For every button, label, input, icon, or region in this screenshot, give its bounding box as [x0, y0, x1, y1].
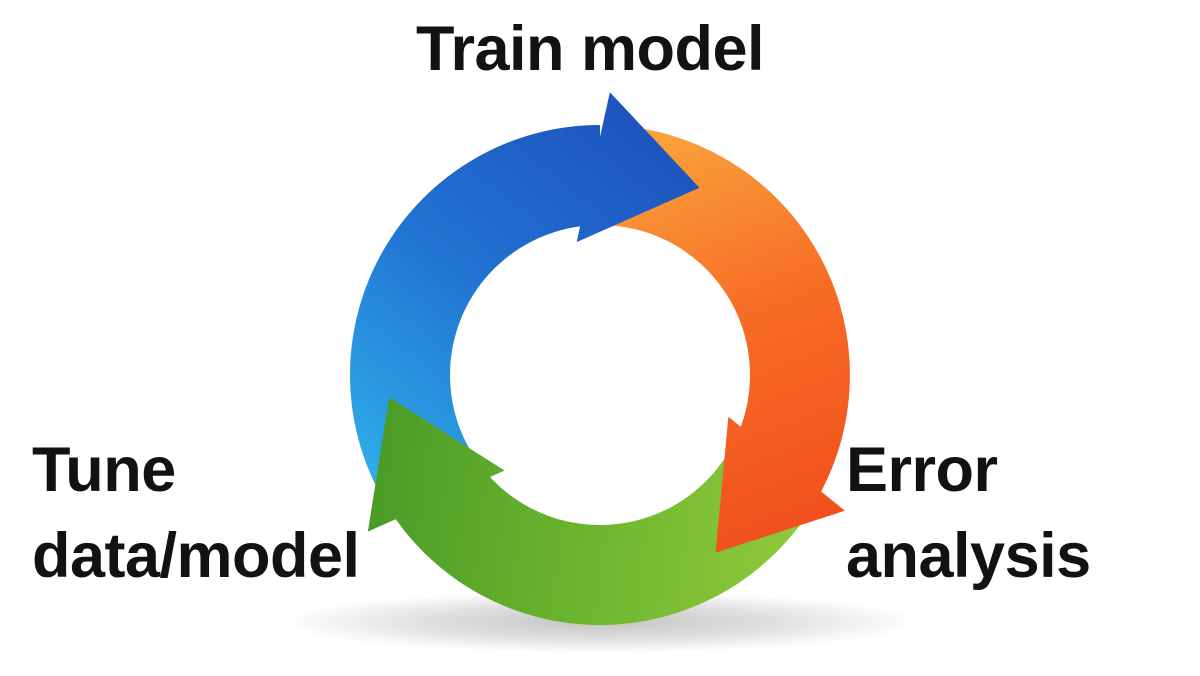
arrow-error-analysis-head	[715, 416, 845, 553]
arrow-tune-data-model-body	[392, 452, 815, 626]
label-error-analysis: Error analysis	[846, 435, 1091, 591]
label-tune-data-model: Tune data/model	[32, 435, 360, 591]
arrow-train-model-head	[576, 92, 700, 243]
arrow-tune-data-model-head	[367, 397, 505, 532]
label-train-model: Train model	[415, 14, 765, 84]
arrow-error-analysis-body	[605, 125, 850, 497]
arrow-train-model-body	[350, 125, 600, 500]
